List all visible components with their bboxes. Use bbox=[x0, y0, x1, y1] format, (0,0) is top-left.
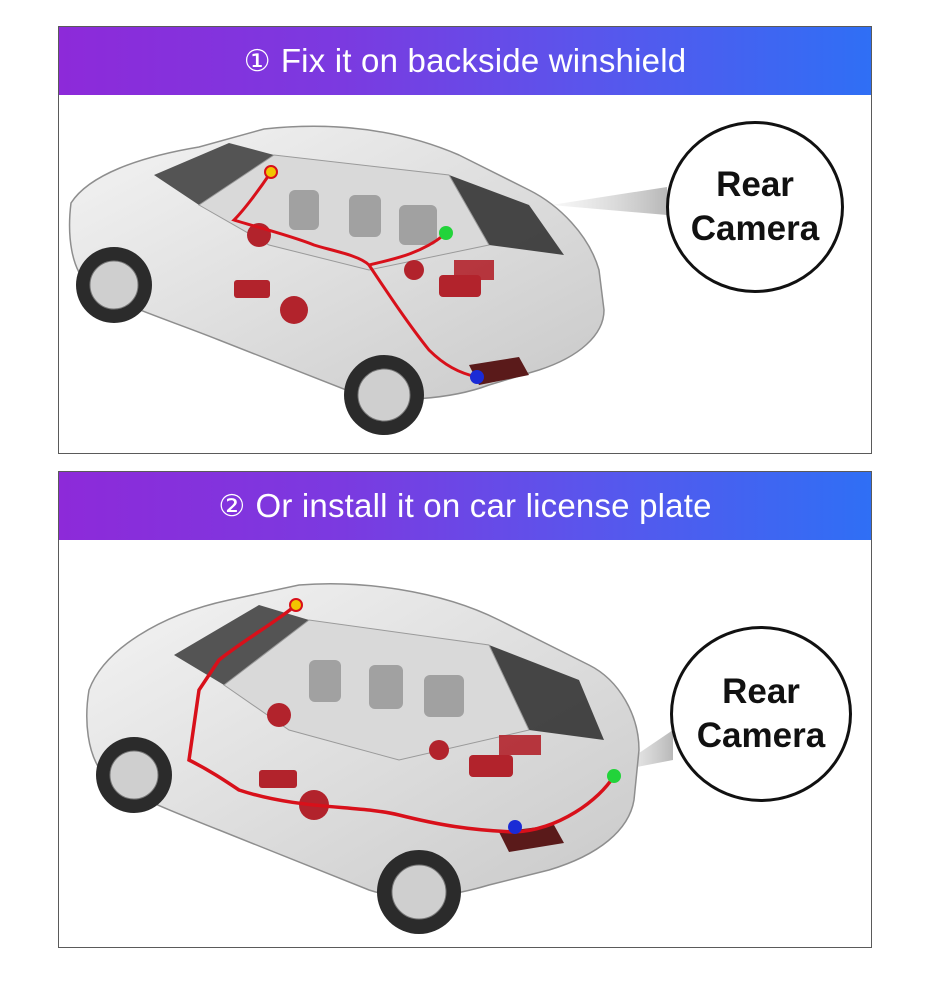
seats bbox=[289, 190, 437, 245]
wire-route bbox=[187, 603, 616, 834]
rear-window bbox=[449, 175, 564, 255]
wire-route bbox=[231, 171, 478, 379]
installation-panel-windshield: ① Fix it on backside winshield bbox=[58, 26, 872, 454]
wheels bbox=[76, 247, 424, 435]
dvr-point-icon bbox=[289, 598, 303, 612]
callout-line: Camera bbox=[696, 716, 826, 755]
reverse-light-point-icon bbox=[508, 820, 522, 834]
panel-banner: ① Fix it on backside winshield bbox=[59, 27, 871, 95]
windshield bbox=[154, 143, 274, 205]
rear-camera-callout: Rear Camera bbox=[670, 626, 852, 802]
rear-window bbox=[489, 645, 604, 740]
speakers bbox=[234, 223, 481, 324]
trunk-subwoofer bbox=[454, 260, 494, 280]
camera-point-icon bbox=[607, 769, 621, 783]
wheels bbox=[96, 737, 461, 934]
step-number: ② bbox=[218, 488, 246, 524]
callout-line: Rear bbox=[722, 672, 800, 712]
panel-banner: ② Or install it on car license plate bbox=[59, 472, 871, 540]
callout-line: Camera bbox=[690, 209, 820, 248]
banner-title: Fix it on backside winshield bbox=[280, 42, 687, 79]
rear-camera-callout: Rear Camera bbox=[666, 121, 844, 293]
callout-line: Rear bbox=[716, 165, 794, 205]
step-number: ① bbox=[243, 43, 271, 79]
installation-panel-license-plate: ② Or install it on car license plate bbox=[58, 471, 872, 948]
reverse-light-point-icon bbox=[470, 370, 484, 384]
camera-point-icon bbox=[439, 226, 453, 240]
trunk-subwoofer bbox=[499, 735, 541, 755]
tail-light bbox=[469, 357, 529, 385]
banner-title: Or install it on car license plate bbox=[255, 487, 712, 524]
dvr-point-icon bbox=[264, 165, 278, 179]
callout-beam bbox=[551, 187, 667, 215]
car-scene: Rear Camera bbox=[59, 95, 871, 453]
car-cutaway-illustration bbox=[68, 125, 667, 435]
car-cutaway-illustration bbox=[86, 583, 673, 934]
seats bbox=[309, 660, 464, 717]
car-scene: Rear Camera bbox=[59, 540, 871, 947]
